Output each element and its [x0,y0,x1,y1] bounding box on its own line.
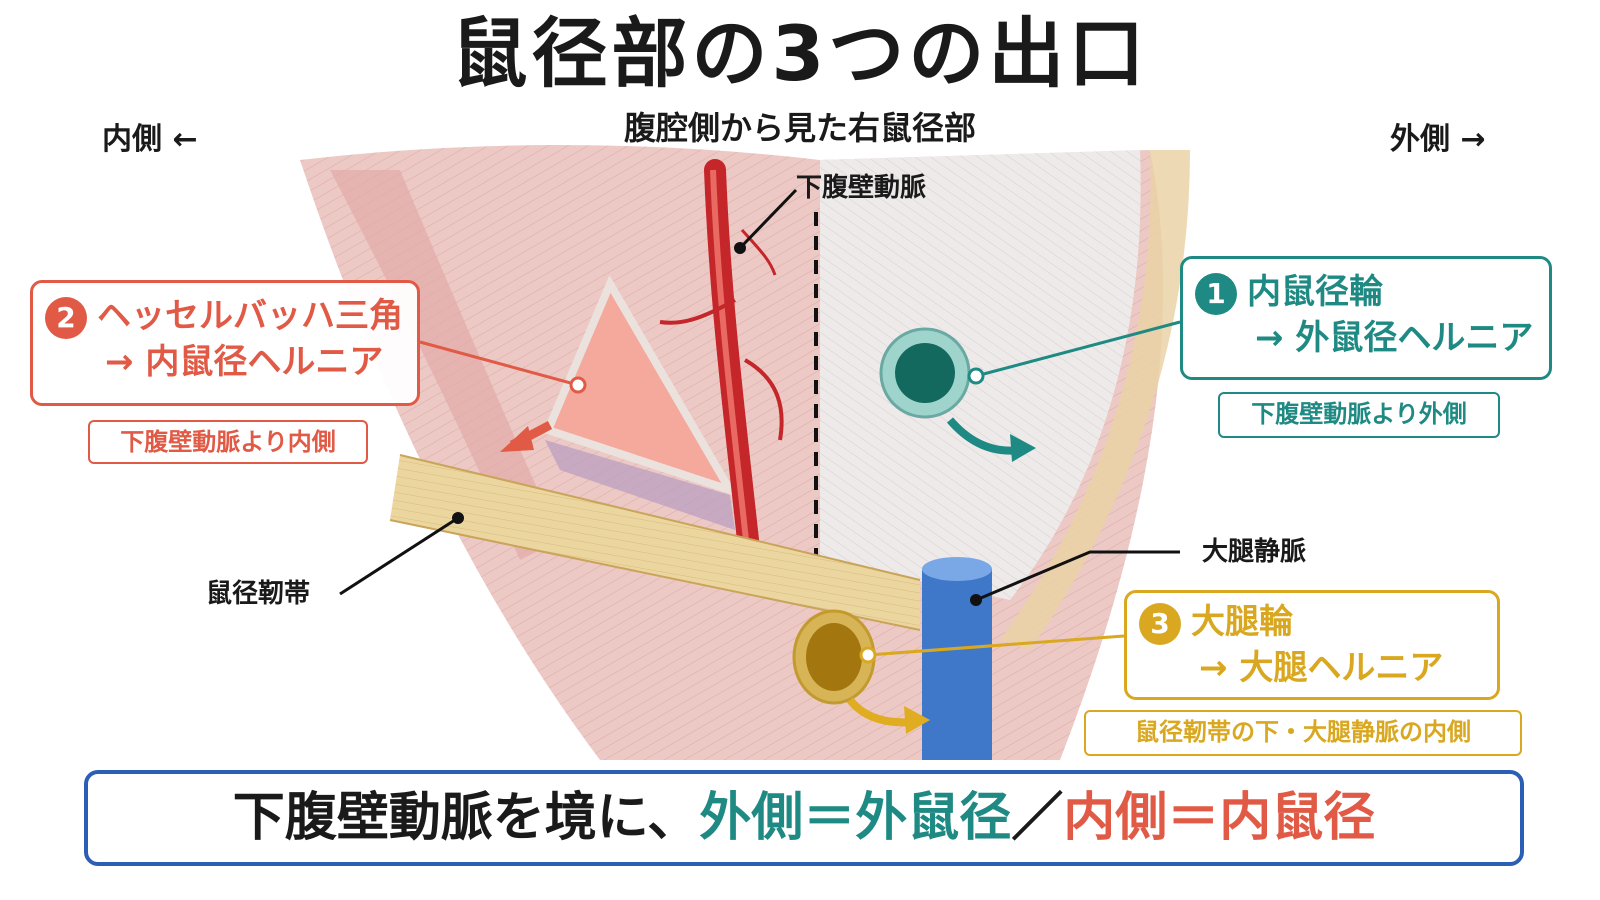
medial-direction-label: 内側 ← [102,122,198,157]
summary-separator: ／ [1011,788,1064,848]
lateral-direction-label: 外側 → [1390,122,1486,157]
summary-lateral: 外側＝外鼠径 [699,788,1012,848]
deep-ring-note: 下腹壁動脈より外側 [1218,392,1500,438]
femoral-ring-note: 鼠径靭帯の下・大腿静脈の内側 [1084,710,1522,756]
femoral-ring-arrow [846,697,913,727]
femoral-vein-label: 大腿静脈 [1202,537,1307,567]
exit-name: 大腿輪 [1191,602,1293,642]
exit-hernia: → 内鼠径ヘルニア [105,342,384,382]
summary-medial: 内側＝内鼠径 [1063,788,1376,848]
rectus-muscle-edge [330,170,560,560]
inferior-epigastric-label: 下腹壁動脈 [796,173,927,203]
leader-lines [339,188,1180,602]
exit-number-badge: 2 [45,296,87,339]
femoral-vein [922,562,992,760]
hesselbach-note: 下腹壁動脈より内側 [88,420,368,464]
page-title: 鼠径部の3つの出口 [451,9,1149,98]
exit-hernia: → 大腿ヘルニア [1199,648,1444,688]
inguinal-ligament-label: 鼠径靭帯 [206,579,311,609]
summary-prefix: 下腹壁動脈を境に、 [232,788,700,848]
page-subtitle: 腹腔側から見た右鼠径部 [623,109,976,147]
exit-number-badge: 1 [1195,272,1237,315]
exit-number-badge: 3 [1139,602,1181,645]
exit-hernia: → 外鼠径ヘルニア [1255,318,1534,358]
lateral-band [1000,150,1190,650]
summary-banner: 下腹壁動脈を境に、外側＝外鼠径／内側＝内鼠径 [84,770,1524,866]
deep-tissue [545,440,735,530]
hesselbach-triangle [542,275,739,498]
exit-name: 内鼠径輪 [1247,272,1383,312]
exit-name: ヘッセルバッハ三角 [97,296,403,336]
